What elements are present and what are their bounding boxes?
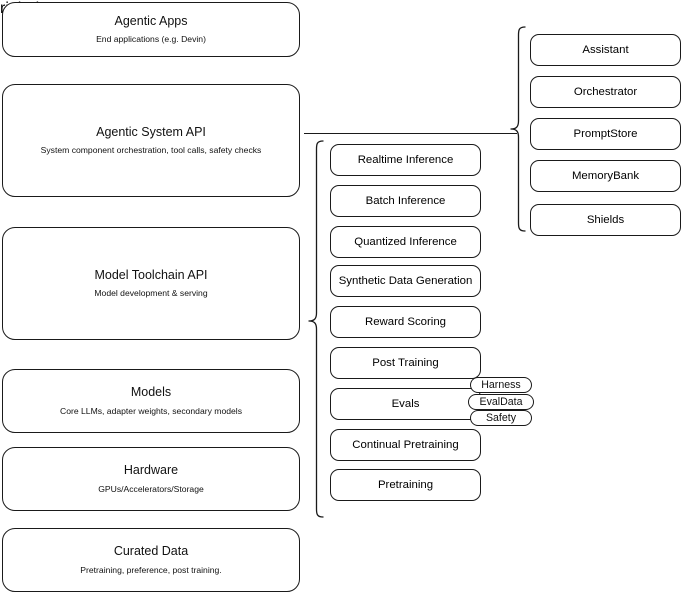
component-box-quantized-inference[interactable]: Quantized Inference (330, 226, 481, 258)
layer-subtitle: Pretraining, preference, post training. (80, 564, 222, 575)
layer-title: Curated Data (113, 544, 189, 559)
component-label: Synthetic Data Generation (338, 274, 473, 287)
layer-subtitle: Core LLMs, adapter weights, secondary mo… (60, 405, 242, 416)
component-label: Continual Pretraining (352, 438, 459, 451)
component-box-reward-scoring[interactable]: Reward Scoring (330, 306, 481, 338)
component-box-shields[interactable]: Shields (530, 204, 681, 236)
component-label: Batch Inference (365, 194, 446, 207)
layer-title: Model Toolchain API (94, 267, 208, 282)
component-box-realtime-inference[interactable]: Realtime Inference (330, 144, 481, 176)
layer-box-hardware[interactable]: Hardware GPUs/Accelerators/Storage (2, 447, 300, 511)
component-label: Shields (586, 213, 625, 226)
component-box-assistant[interactable]: Assistant (530, 34, 681, 66)
tag-label: EvalData (479, 396, 523, 408)
component-box-memorybank[interactable]: MemoryBank (530, 160, 681, 192)
component-box-evals[interactable]: Evals (330, 388, 481, 420)
component-box-promptstore[interactable]: PromptStore (530, 118, 681, 150)
component-label: Quantized Inference (354, 235, 457, 248)
tag-label: Safety (485, 412, 517, 424)
layer-box-model-toolchain-api[interactable]: Model Toolchain API Model development & … (2, 227, 300, 340)
layer-title: Hardware (123, 463, 179, 478)
tag-pill-harness[interactable]: Harness (470, 377, 532, 393)
component-box-synthetic-data-generation[interactable]: Synthetic Data Generation (330, 265, 481, 297)
component-label: Reward Scoring (364, 315, 447, 328)
component-box-post-training[interactable]: Post Training (330, 347, 481, 379)
component-box-continual-pretraining[interactable]: Continual Pretraining (330, 429, 481, 461)
connector-agentic-system-api-to-components (304, 133, 517, 134)
layer-title: Agentic Apps (114, 13, 188, 28)
layer-title: Models (130, 385, 172, 400)
layer-title: Agentic System API (96, 124, 206, 139)
tag-pill-safety[interactable]: Safety (470, 410, 532, 426)
layer-box-curated-data[interactable]: Curated Data Pretraining, preference, po… (2, 528, 300, 592)
component-label: MemoryBank (571, 169, 640, 182)
tag-label: Harness (481, 379, 521, 391)
layer-subtitle: Model development & serving (94, 288, 208, 299)
component-label: Realtime Inference (357, 153, 454, 166)
component-label: Post Training (372, 356, 439, 369)
brace-model-toolchain-components (308, 140, 324, 518)
component-label: Pretraining (377, 478, 434, 491)
component-box-batch-inference[interactable]: Batch Inference (330, 185, 481, 217)
component-box-pretraining[interactable]: Pretraining (330, 469, 481, 501)
layer-box-agentic-apps[interactable]: Agentic Apps End applications (e.g. Devi… (2, 2, 300, 57)
component-box-orchestrator[interactable]: Orchestrator (530, 76, 681, 108)
tag-pill-evaldata[interactable]: EvalData (468, 394, 534, 410)
component-label: Assistant (582, 43, 629, 56)
brace-agentic-system-components (510, 26, 526, 232)
component-label: PromptStore (573, 127, 638, 140)
layer-subtitle: System component orchestration, tool cal… (40, 145, 262, 156)
component-label: Evals (391, 397, 420, 410)
layer-box-agentic-system-api[interactable]: Agentic System API System component orch… (2, 84, 300, 197)
layer-box-models[interactable]: Models Core LLMs, adapter weights, secon… (2, 369, 300, 433)
layer-subtitle: End applications (e.g. Devin) (96, 34, 206, 45)
layer-subtitle: GPUs/Accelerators/Storage (98, 483, 204, 494)
component-label: Orchestrator (573, 85, 638, 98)
